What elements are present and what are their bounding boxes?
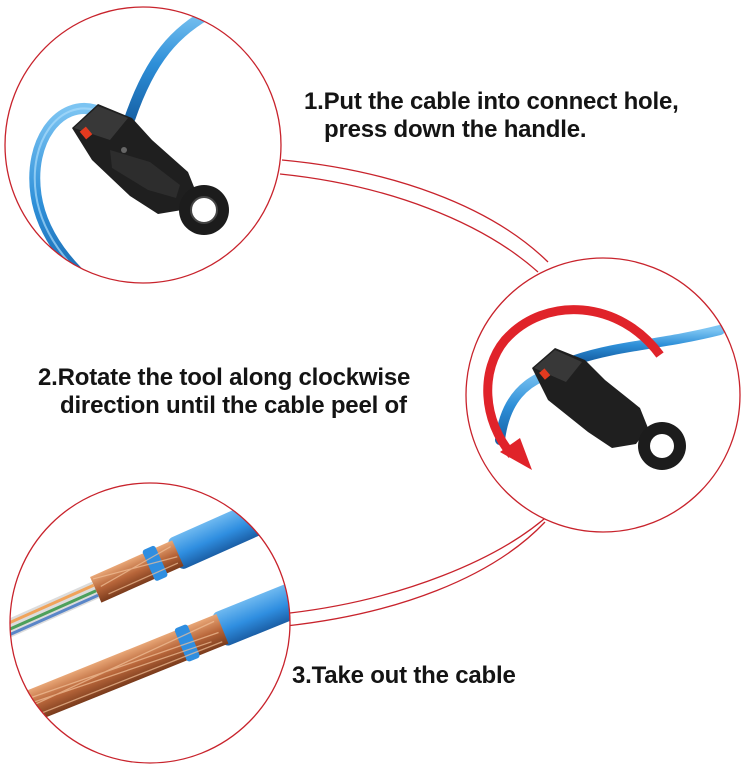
step1-line2: press down the handle. — [324, 116, 587, 143]
step2-line1: 2.Rotate the tool along clockwise — [38, 364, 411, 391]
step1-circle — [4, 6, 282, 284]
step2-circle — [465, 257, 741, 533]
clockwise-arrow-icon — [483, 305, 664, 470]
step3-circle — [9, 482, 291, 764]
step1-line1: 1.Put the cable into connect hole, — [304, 88, 679, 115]
connector-lines — [279, 159, 553, 627]
step3-instruction: 3.Take out the cable — [292, 662, 516, 690]
step2-photo — [495, 325, 725, 470]
stripper-tool-icon — [532, 348, 686, 470]
step2-line2: direction until the cable peel of — [60, 392, 407, 419]
step1-instruction: 1.Put the cable into connect hole, press… — [304, 88, 679, 144]
step2-instruction: 2.Rotate the tool along clockwise direct… — [38, 364, 410, 420]
stripped-cable-icon — [10, 492, 290, 736]
step3-line1: 3.Take out the cable — [292, 662, 516, 689]
stripper-tool-icon — [72, 104, 229, 235]
